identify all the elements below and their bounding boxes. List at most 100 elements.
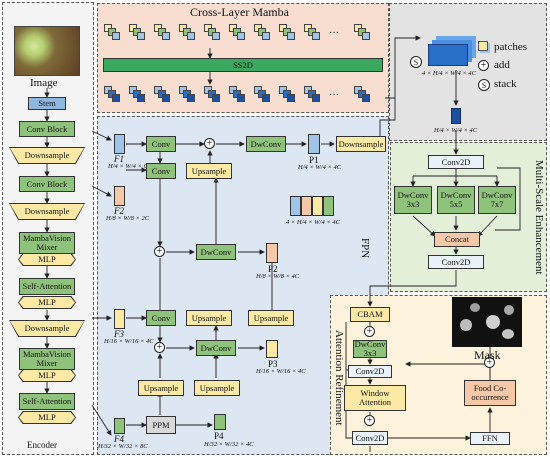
fpn-upsample-2: Upsample (186, 310, 232, 326)
add-node-4: + (364, 326, 375, 337)
legend-patches: patches (494, 41, 527, 53)
add-node-3: + (154, 342, 165, 353)
patch-group (279, 24, 299, 44)
ss2d-block: SS2D (103, 58, 383, 72)
p4-dim: H/32 × W/32 × 4C (204, 441, 254, 448)
stack-layer-yellow (312, 196, 323, 216)
patch-row-top: ··· (104, 24, 384, 46)
fpn-dwconv-1: DwConv (246, 136, 286, 152)
fpn-conv-2: Conv (146, 163, 176, 179)
p2-feature (266, 243, 278, 263)
patch-row-bottom: ··· (104, 86, 384, 108)
patch-icon (237, 32, 245, 40)
patch-group (104, 86, 124, 106)
mlp-1: MLP (19, 254, 75, 265)
patch-group (104, 24, 124, 44)
mask-blob-5 (502, 329, 514, 339)
fpn-upsample-3: Upsample (248, 310, 294, 326)
stack-dim: 4 × H/4 × W/4 × 4C (286, 219, 340, 226)
stack-layer-orange (301, 196, 312, 216)
patch-group (304, 86, 324, 106)
patch-icon (262, 32, 270, 40)
ar-conv2d-1: Conv2D (348, 365, 392, 378)
f2-feature (114, 186, 125, 206)
p4-label: P4 (214, 431, 224, 441)
window-attention: Window Attention (344, 385, 406, 411)
p2-dim: H/8 × W/8 × 4C (256, 273, 300, 280)
conv-block-2: Conv Block (19, 176, 75, 192)
self-attention-2: Self-Attention (19, 393, 75, 410)
legend-stack: stack (494, 78, 517, 90)
patch-group (129, 24, 149, 44)
add-icon: + (478, 60, 489, 71)
p1-feature (308, 134, 320, 154)
stack-layer-blue (290, 196, 301, 216)
f4-label: F4 (114, 434, 124, 444)
patch-icon (187, 94, 195, 102)
patch-icon (162, 94, 170, 102)
patch-icon (362, 94, 370, 102)
patch-group (154, 86, 174, 106)
fpn-dwconv-3: DwConv (196, 340, 236, 356)
patches-icon (478, 41, 488, 51)
patch-icon (287, 94, 295, 102)
fpn-title: FPN (359, 238, 371, 259)
patch-icon (162, 32, 170, 40)
downsample-1: Downsample (10, 148, 84, 163)
image-label: Image (30, 77, 58, 89)
patch-group: ··· (329, 90, 339, 101)
add-node-2: + (154, 246, 165, 257)
patch-group (354, 86, 374, 106)
ar-conv2d-2: Conv2D (352, 431, 388, 445)
f4-dim: H/32 × W/32 × 8C (98, 443, 148, 450)
self-attention-1: Self-Attention (19, 278, 75, 295)
mambavision-mixer-2: MambaVision Mixer (19, 348, 75, 370)
patch-icon (312, 94, 320, 102)
patch-group (204, 24, 224, 44)
p3-feature (266, 340, 278, 358)
add-node-5: + (364, 415, 375, 426)
add-node-6: + (484, 357, 495, 368)
conv-block-1: Conv Block (19, 121, 75, 137)
patch-group (254, 86, 274, 106)
mask-label: Mask (474, 348, 501, 362)
ppm-block: PPM (146, 416, 176, 434)
patch-icon (112, 32, 120, 40)
mask-blob-4 (504, 305, 514, 315)
input-image (14, 26, 80, 76)
mask-image (452, 297, 522, 347)
f3-label: F3 (114, 329, 124, 339)
small-feature-cube (451, 108, 461, 124)
patch-group (204, 86, 224, 106)
f4-feature (114, 418, 125, 434)
downsample-3: Downsample (10, 321, 84, 336)
patch-icon (137, 32, 145, 40)
cbam-block: CBAM (350, 307, 390, 322)
patch-group: ··· (329, 28, 339, 39)
fpn-upsample-4: Upsample (138, 380, 184, 396)
ar-dwconv: DwConv 3x3 (353, 339, 387, 358)
stack-icon: S (478, 79, 490, 91)
f1-feature (114, 134, 125, 154)
mlp-4: MLP (19, 412, 75, 423)
fpn-dwconv-2: DwConv (196, 244, 236, 260)
mask-blob-2 (470, 303, 480, 312)
big-cube-dim: 4 × H/4 × W/4 × 4C (422, 70, 476, 77)
gray-panel (389, 3, 547, 141)
mask-blob-1 (460, 319, 472, 331)
patch-icon (312, 32, 320, 40)
mask-blob-3 (486, 315, 500, 329)
dwconv-7x7: DwConv 7x7 (478, 186, 516, 214)
mlp-3: MLP (19, 370, 75, 381)
stem-block: Stem (28, 97, 66, 110)
mambavision-mixer-1: MambaVision Mixer (19, 232, 75, 254)
patch-icon (137, 94, 145, 102)
p1-label: P1 (309, 155, 319, 165)
stacked-feature-cube (428, 44, 468, 66)
patch-icon (187, 32, 195, 40)
legend-add: add (494, 59, 510, 71)
patch-group (154, 24, 174, 44)
multi-scale-title: Multi-Scale Enhancement (533, 160, 545, 275)
ffn-block: FFN (470, 432, 510, 445)
